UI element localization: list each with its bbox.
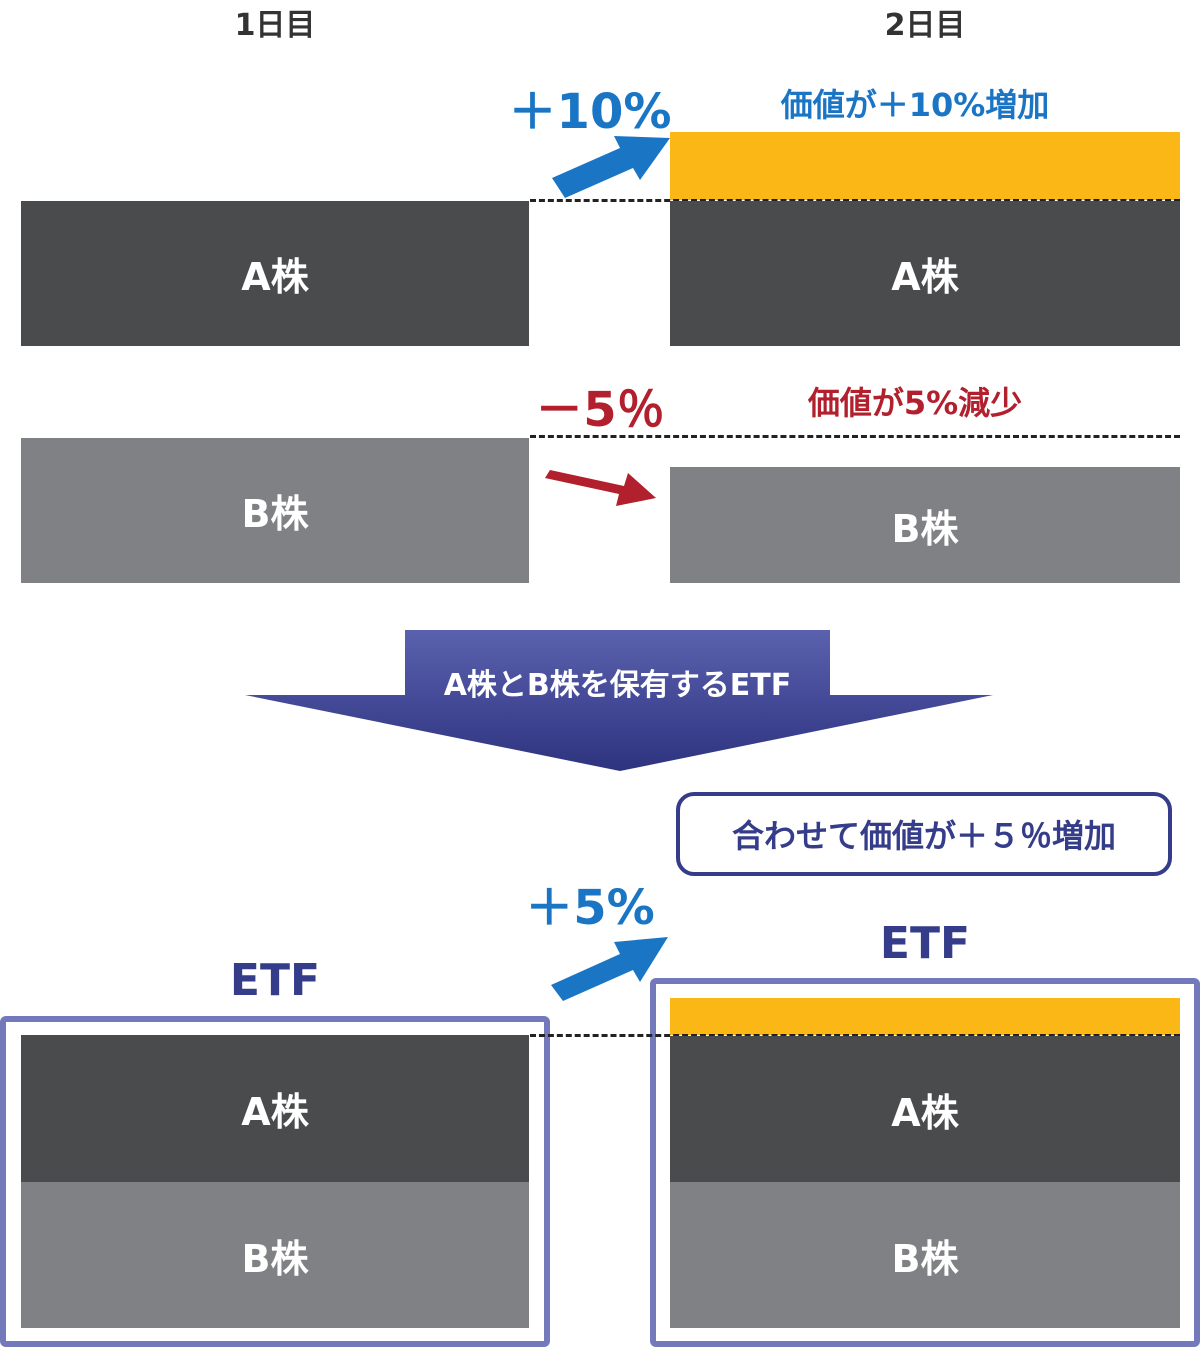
- banner-arrow-icon: [245, 630, 993, 771]
- up-arrow-icon: [552, 136, 670, 198]
- etf-day2-label: ETF: [879, 918, 971, 969]
- stock-a-day1-block: A株: [21, 201, 529, 346]
- stock-b-change: －5％: [535, 382, 665, 438]
- stock-b-day2-block: B株: [670, 467, 1180, 583]
- stock-b-note: 価値が5%減少: [807, 384, 1023, 422]
- etf-day2-stock-a-label: A株: [891, 1090, 959, 1135]
- etf-gain-bar: [670, 998, 1180, 1035]
- etf-up-arrow-icon: [551, 937, 668, 1001]
- etf-day1-stock-a-label: A株: [241, 1090, 309, 1134]
- etf-summary-box: 合わせて価値が＋５％増加: [676, 792, 1172, 876]
- stock-a-note: 価値が＋10%増加: [780, 86, 1050, 124]
- etf-day1-stock-b-block: B株: [21, 1182, 529, 1328]
- etf-day2-stock-b-label: B株: [891, 1236, 959, 1281]
- stock-a-day2-label: A株: [891, 255, 959, 299]
- etf-day2-stock-a-block: A株: [670, 1036, 1180, 1182]
- etf-day1-stock-b-label: B株: [241, 1236, 309, 1281]
- etf-day2-frame: [650, 978, 1200, 1347]
- stock-a-day2-block: A株: [670, 201, 1180, 346]
- etf-summary-text: 合わせて価値が＋５％増加: [731, 817, 1116, 855]
- banner-text: A株とB株を保有するETF: [443, 668, 792, 703]
- down-arrow-icon: [545, 470, 656, 506]
- stock-a-change: ＋10%: [508, 84, 672, 140]
- stock-b-baseline: [530, 435, 1180, 438]
- stock-b-day1-label: B株: [241, 492, 309, 536]
- etf-change: ＋5%: [525, 880, 655, 936]
- stock-b-day1-block: B株: [21, 438, 529, 583]
- stock-b-day2-label: B株: [891, 506, 959, 551]
- stock-a-gain-bar: [670, 132, 1180, 200]
- stock-a-baseline: [530, 199, 1180, 202]
- day2-label: 2日目: [884, 8, 966, 43]
- stock-a-day1-label: A株: [241, 255, 309, 299]
- etf-baseline: [530, 1034, 1180, 1037]
- etf-day1-stock-a-block: A株: [21, 1035, 529, 1182]
- etf-day1-frame: [0, 1016, 550, 1347]
- etf-day1-label: ETF: [229, 955, 321, 1006]
- day1-label: 1日目: [234, 8, 316, 43]
- etf-day2-stock-b-block: B株: [670, 1182, 1180, 1328]
